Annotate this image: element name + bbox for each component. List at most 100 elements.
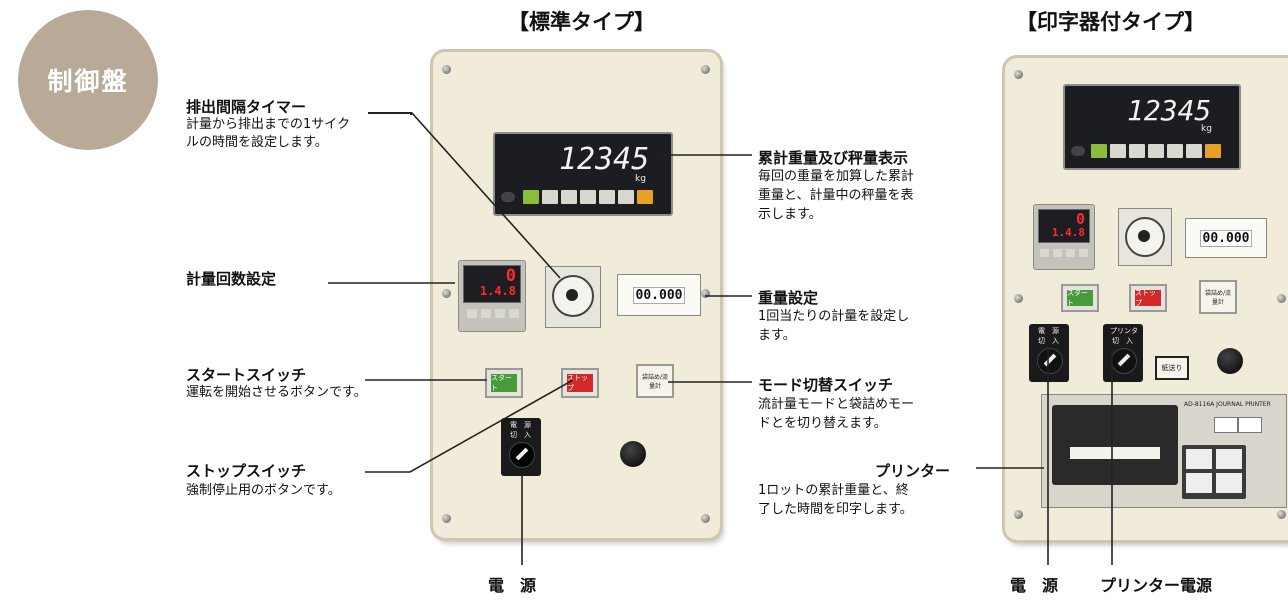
indicator-key[interactable] [599,190,615,204]
printer-type-control-panel: 12345 kg 0 1.4.8 00.000 スタ [1005,58,1288,540]
power-label-standard: 電 源 [488,576,537,595]
power-switch-title: 電 源 [510,421,531,429]
counter-key[interactable] [467,309,477,318]
start-button[interactable]: スタート [1061,284,1099,312]
indicator-key[interactable] [561,190,577,204]
power-switch-title: 電 源 [1038,327,1059,335]
counter-key[interactable] [1079,249,1088,257]
mode-switch-button[interactable]: 袋詰め/流量計 [636,364,674,398]
mode-switch-label: 袋詰め/流量計 [1204,290,1232,306]
indicator-key[interactable] [1091,144,1107,158]
discharge-timer-desc-2: ルの時間を設定します。 [186,135,328,150]
screw-icon [442,289,451,298]
power-key-switch[interactable]: 電 源 切 入 [501,418,541,476]
indicator-key[interactable] [637,190,653,204]
timer-dial-center [566,289,578,301]
printer-keypad [1182,445,1246,499]
screw-icon [1014,510,1023,519]
weight-setting-thumbwheel[interactable]: 00.000 [1185,218,1267,258]
printer-desc-2: 了した時間を印字します。 [758,502,913,517]
printer-button[interactable] [1214,417,1238,433]
mode-switch-desc-1: 流計量モードと袋詰めモー [758,397,915,412]
printer-power-key-switch[interactable]: プリンタ 切 入 [1103,324,1143,382]
counter-key[interactable] [1040,249,1049,257]
stop-button-label: ストップ [567,374,593,392]
indicator-key[interactable] [542,190,558,204]
indicator-key[interactable] [1110,144,1126,158]
indicator-key[interactable] [1167,144,1183,158]
weight-digits: 00.000 [632,286,686,304]
indicator-knob [501,192,515,202]
printer-key[interactable] [1216,449,1242,469]
counter-key[interactable] [509,309,519,318]
indicator-key[interactable] [1148,144,1164,158]
printer-paper-slot [1070,447,1160,459]
start-switch-title: スタートスイッチ [186,366,307,384]
weight-setting-desc-1: 1回当たりの計量を設定し [758,309,910,324]
discharge-timer-unit [1118,208,1172,266]
screw-icon [442,514,451,523]
discharge-timer-desc-1: 計量から排出までの1サイク [186,117,351,132]
screw-icon [701,65,710,74]
screw-icon [1014,70,1023,79]
start-button-label: スタート [491,374,517,392]
indicator-key[interactable] [580,190,596,204]
display-unit: kg [1201,124,1212,134]
printer-key[interactable] [1186,449,1212,469]
counter-key[interactable] [495,309,505,318]
printer-switch-sub: 切 入 [1112,337,1133,345]
power-switch-sub: 切 入 [1038,337,1059,345]
weight-setting-desc-2: ます。 [758,328,796,343]
stop-switch-title: ストップスイッチ [186,462,307,480]
weight-setting-thumbwheel[interactable]: 00.000 [617,274,701,316]
indicator-keypad [1091,144,1221,158]
indicator-key[interactable] [1186,144,1202,158]
indicator-keypad [523,190,653,204]
screw-icon [701,514,710,523]
counter-bottom-value: 1.4.8 [1051,226,1085,239]
mode-switch-label: 袋詰め/流量計 [641,374,669,390]
start-button[interactable]: スタート [485,368,523,398]
printer-cover [1052,405,1178,485]
weight-setting-title: 重量設定 [758,289,819,307]
mode-switch-title: モード切替スイッチ [758,376,894,394]
counter-key[interactable] [1053,249,1062,257]
printer-switch-title: プリンタ [1110,327,1138,335]
total-weight-display-title: 累計重量及び秤量表示 [758,149,909,167]
stop-button[interactable]: ストップ [1129,284,1167,312]
weight-indicator-display: 12345 kg [1063,84,1241,170]
indicator-key[interactable] [1205,144,1221,158]
indicator-key[interactable] [1129,144,1145,158]
count-setting-unit: 0 1.4.8 [1033,204,1095,270]
paper-feed-button[interactable]: 紙送り [1155,356,1189,380]
display-unit: kg [635,174,646,184]
stop-button-label: ストップ [1135,289,1161,307]
start-button-label: スタート [1067,289,1093,307]
discharge-timer-unit [545,266,601,328]
mode-switch-desc-2: ドとを切り替えます。 [758,416,887,431]
counter-bottom-value: 1.4.8 [479,284,516,298]
weight-indicator-display: 12345 kg [493,132,673,216]
total-weight-display-desc-3: 示します。 [758,207,822,222]
stop-switch-desc: 強制停止用のボタンです。 [186,483,341,498]
screw-icon [442,65,451,74]
indicator-key[interactable] [618,190,634,204]
printer-key[interactable] [1186,473,1212,493]
printer-desc-1: 1ロットの累計重量と、終 [758,483,909,498]
pilot-lamp [620,441,646,467]
counter-key[interactable] [1066,249,1075,257]
screw-icon [1277,294,1286,303]
counter-key[interactable] [481,309,491,318]
indicator-key[interactable] [523,190,539,204]
timer-dial-center [1138,230,1150,242]
stop-button[interactable]: ストップ [561,368,599,398]
power-key-switch[interactable]: 電 源 切 入 [1029,324,1069,382]
printer-button[interactable] [1238,417,1262,433]
power-switch-sub: 切 入 [510,431,531,439]
mode-switch-button[interactable]: 袋詰め/流量計 [1199,280,1237,314]
counter-top-value: 0 [1075,210,1085,228]
category-badge: 制御盤 [18,10,158,150]
printer-key[interactable] [1216,473,1242,493]
power-label-printer-type: 電 源 [1010,576,1059,595]
